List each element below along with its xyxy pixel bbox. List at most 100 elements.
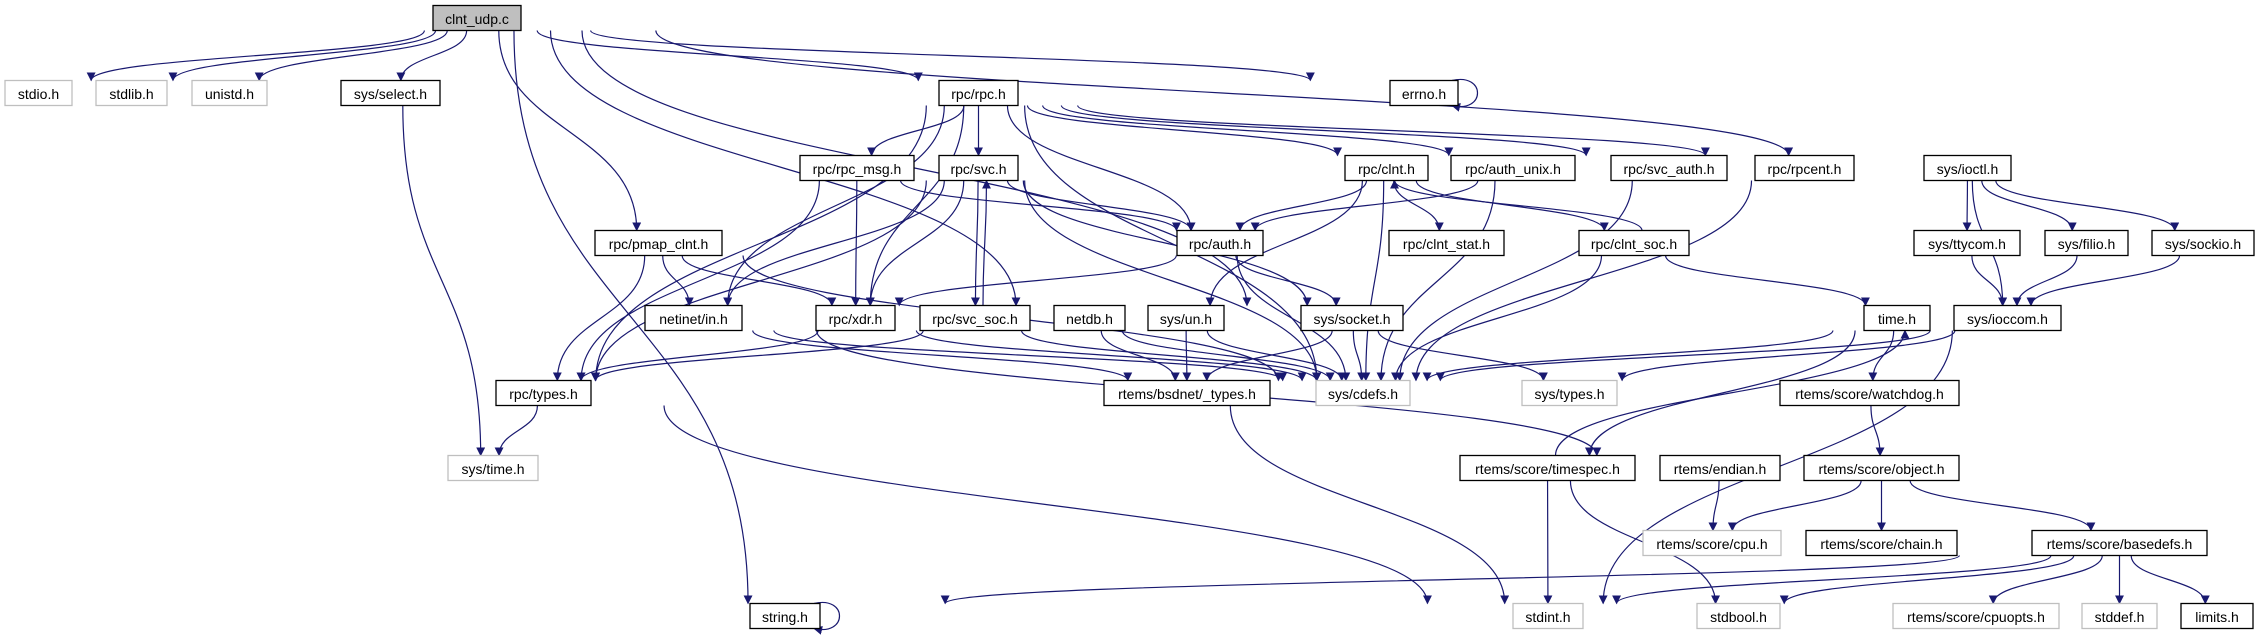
node-label: rpc/clnt_soc.h — [1591, 236, 1677, 252]
node-endian[interactable]: rtems/endian.h — [1659, 454, 1781, 482]
node-box — [1459, 454, 1636, 482]
node-rpc_rpc[interactable]: rpc/rpc.h — [938, 79, 1019, 107]
node-rpc_clnt[interactable]: rpc/clnt.h — [1344, 154, 1429, 182]
node-chain[interactable]: rtems/score/chain.h — [1805, 529, 1958, 557]
edge-sys_ioccom-to-sys_cdefs — [1435, 329, 1931, 382]
edge-clnt_udp-to-sys_ioctl — [655, 30, 1793, 157]
node-time[interactable]: time.h — [1863, 304, 1931, 332]
node-box — [1103, 379, 1271, 407]
node-cpu: rtems/score/cpu.h — [1642, 529, 1782, 557]
node-box — [2180, 602, 2254, 630]
node-rpc_svc_soc[interactable]: rpc/svc_soc.h — [919, 304, 1031, 332]
edge-basedefs-to-cpuopts — [1988, 555, 2103, 605]
node-box — [644, 304, 743, 332]
node-label: limits.h — [2195, 609, 2239, 625]
edge-rpc_rpc_msg-to-rpc_types — [576, 180, 820, 382]
edge-rpc_svc-to-rpc_auth — [1006, 180, 1196, 232]
edge-rpc_rpc-to-rpc_xdr — [865, 105, 965, 307]
node-box — [1147, 304, 1225, 332]
node-label: stddef.h — [2095, 609, 2145, 625]
node-netinet_in[interactable]: netinet/in.h — [644, 304, 743, 332]
node-object[interactable]: rtems/score/object.h — [1803, 454, 1960, 482]
node-sys_filio[interactable]: sys/filio.h — [2044, 229, 2129, 257]
node-rpc_clnt_stat[interactable]: rpc/clnt_stat.h — [1388, 229, 1505, 257]
node-timespec[interactable]: rtems/score/timespec.h — [1459, 454, 1636, 482]
node-label: rpc/rpc.h — [951, 86, 1005, 102]
node-rpc_pmap_clnt[interactable]: rpc/pmap_clnt.h — [594, 229, 723, 257]
node-box — [919, 304, 1031, 332]
edge-netdb-to-sys_cdefs — [1121, 330, 1335, 382]
edge-rpc_svc_soc-to-sys_cdefs — [1020, 330, 1321, 382]
edge-rpc_rpc-to-netinet_in — [723, 105, 945, 307]
edge-endian-to-cpu — [1708, 480, 1720, 532]
node-stdbool: stdbool.h — [1696, 602, 1781, 630]
node-sys_types: sys/types.h — [1521, 379, 1618, 407]
node-box — [1913, 229, 2021, 257]
node-box — [1779, 379, 1960, 407]
node-rpc_rpc_msg[interactable]: rpc/rpc_msg.h — [799, 154, 915, 182]
node-sys_ioccom[interactable]: sys/ioccom.h — [1953, 304, 2062, 332]
node-rpc_svc_auth[interactable]: rpc/svc_auth.h — [1610, 154, 1728, 182]
node-box — [1642, 529, 1782, 557]
node-bsdnet_types[interactable]: rtems/bsdnet/_types.h — [1103, 379, 1271, 407]
edge-rpc_clnt_soc-to-rpc_clnt — [1390, 179, 1643, 231]
node-label: sys/types.h — [1534, 386, 1604, 402]
edge-basedefs-to-stdbool — [1779, 555, 2075, 605]
edge-clnt_udp-to-errno — [590, 29, 1315, 82]
node-errno[interactable]: errno.h — [1389, 79, 1459, 107]
node-box — [2044, 229, 2129, 257]
node-sys_socket[interactable]: sys/socket.h — [1300, 304, 1404, 332]
node-string[interactable]: string.h — [749, 602, 821, 630]
edge-rpc_clnt-to-sys_cdefs — [1361, 180, 1385, 382]
node-rpc_clnt_soc[interactable]: rpc/clnt_soc.h — [1578, 229, 1690, 257]
edge-rpc_clnt-to-rpc_auth — [1235, 180, 1368, 232]
node-clnt_udp: clnt_udp.c — [432, 4, 522, 32]
node-box — [1388, 229, 1505, 257]
edge-sys_ioctl-to-sys_sockio — [1995, 180, 2180, 232]
node-rpc_auth_unix[interactable]: rpc/auth_unix.h — [1450, 154, 1576, 182]
edge-sys_socket-to-bsdnet_types — [1202, 330, 1333, 382]
node-box — [1805, 529, 1958, 557]
node-sys_un[interactable]: sys/un.h — [1147, 304, 1225, 332]
node-rpc_auth[interactable]: rpc/auth.h — [1176, 229, 1264, 257]
node-sys_ttycom[interactable]: sys/ttycom.h — [1913, 229, 2021, 257]
node-label: sys/ioctl.h — [1937, 161, 1998, 177]
node-rpc_types[interactable]: rpc/types.h — [495, 379, 592, 407]
edge-rpc_clnt_soc-to-sys_cdefs — [1391, 255, 1603, 382]
node-sys_select[interactable]: sys/select.h — [340, 79, 441, 107]
edge-timespec-to-time — [1554, 329, 1910, 456]
edge-rpc_pmap_clnt-to-rpc_types — [552, 255, 646, 382]
node-netdb[interactable]: netdb.h — [1053, 304, 1126, 332]
edge-rpc_svc_soc-to-rpc_svc — [981, 179, 991, 306]
edge-rpc_rpc-to-rpc_svc_auth — [1060, 104, 1591, 157]
node-box — [938, 154, 1019, 182]
node-unistd: unistd.h — [191, 79, 268, 107]
edge-rpc_svc_soc-to-rpc_types — [590, 330, 924, 382]
node-box — [1344, 154, 1429, 182]
edge-rpc_clnt-to-rpc_clnt_stat — [1393, 180, 1444, 232]
node-box — [1754, 154, 1855, 182]
node-rpc_svc[interactable]: rpc/svc.h — [938, 154, 1019, 182]
node-box — [1300, 304, 1404, 332]
node-box — [495, 379, 592, 407]
node-box — [1953, 304, 2062, 332]
node-sys_ioctl[interactable]: sys/ioctl.h — [1923, 154, 2012, 182]
edge-rpc_types-to-sys_time — [494, 405, 539, 457]
node-rpc_rpcent[interactable]: rpc/rpcent.h — [1754, 154, 1855, 182]
edge-clnt_udp-to-stdio — [86, 30, 425, 82]
node-basedefs[interactable]: rtems/score/basedefs.h — [2031, 529, 2208, 557]
node-stddef: stddef.h — [2081, 602, 2158, 630]
edge-string-to-string — [813, 601, 840, 635]
edge-rpc_clnt_soc-to-time — [1664, 255, 1870, 307]
edge-sys_socket-to-sys_types — [1377, 330, 1548, 382]
node-rpc_xdr[interactable]: rpc/xdr.h — [815, 304, 896, 332]
node-sys_sockio[interactable]: sys/sockio.h — [2151, 229, 2255, 257]
node-box — [1176, 229, 1264, 257]
node-limits[interactable]: limits.h — [2180, 602, 2254, 630]
node-watchdog[interactable]: rtems/score/watchdog.h — [1779, 379, 1960, 407]
edge-rpc_svc-to-netinet_in — [723, 180, 945, 307]
node-box — [799, 154, 915, 182]
node-label: rpc/clnt.h — [1358, 161, 1415, 177]
node-box — [2031, 529, 2208, 557]
node-box — [2081, 602, 2158, 630]
